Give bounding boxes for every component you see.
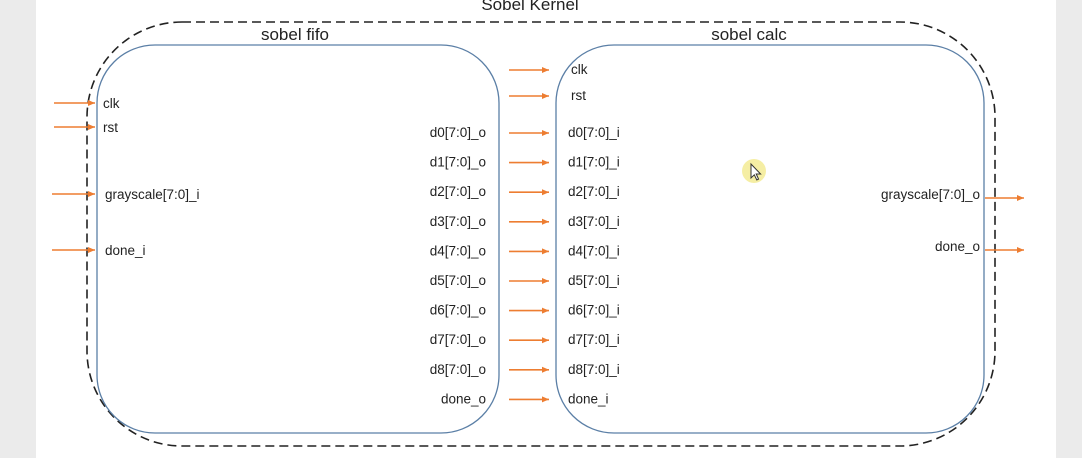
- fifo-output-label: d2[7:0]_o: [430, 184, 486, 199]
- fifo-output-label: d4[7:0]_o: [430, 243, 486, 258]
- kernel-title: Sobel Kernel: [481, 0, 578, 14]
- calc-title: sobel calc: [711, 25, 787, 44]
- calc-output-label: grayscale[7:0]_o: [881, 187, 980, 202]
- calc-input-label: done_i: [568, 391, 609, 406]
- calc-input-label: d6[7:0]_i: [568, 303, 620, 318]
- fifo-output-label: d7[7:0]_o: [430, 332, 486, 347]
- page-background: [36, 0, 1056, 458]
- calc-input-label: d0[7:0]_i: [568, 125, 620, 140]
- calc-input-label: d2[7:0]_i: [568, 184, 620, 199]
- calc-block: [555, 44, 985, 434]
- fifo-output-label: d5[7:0]_o: [430, 273, 486, 288]
- fifo-title: sobel fifo: [261, 25, 329, 44]
- mouse-pointer-icon: [742, 159, 766, 183]
- fifo-input-label: done_i: [105, 243, 146, 258]
- kernel-boundary: [86, 21, 996, 447]
- fifo-output-label: d3[7:0]_o: [430, 214, 486, 229]
- fifo-output-label: d0[7:0]_o: [430, 125, 486, 140]
- fifo-output-label: d1[7:0]_o: [430, 155, 486, 170]
- calc-input-label: d7[7:0]_i: [568, 332, 620, 347]
- calc-input-label: d3[7:0]_i: [568, 214, 620, 229]
- calc-input-label: d5[7:0]_i: [568, 273, 620, 288]
- fifo-input-label: clk: [103, 96, 120, 111]
- fifo-input-label: grayscale[7:0]_i: [105, 187, 200, 202]
- calc-input-label: d1[7:0]_i: [568, 155, 620, 170]
- calc-input-label: clk: [571, 62, 588, 77]
- fifo-output-label: d8[7:0]_o: [430, 362, 486, 377]
- fifo-input-label: rst: [103, 120, 118, 135]
- fifo-output-label: d6[7:0]_o: [430, 303, 486, 318]
- fifo-output-label: done_o: [441, 391, 486, 406]
- calc-input-label: d4[7:0]_i: [568, 243, 620, 258]
- port-layer: clk rst grayscale[7:0]_i done_i d0[7:0]_o d1[…: [52, 62, 1024, 406]
- calc-output-label: done_o: [935, 239, 980, 254]
- calc-input-label: d8[7:0]_i: [568, 362, 620, 377]
- fifo-block: [96, 44, 500, 434]
- calc-input-label: rst: [571, 88, 586, 103]
